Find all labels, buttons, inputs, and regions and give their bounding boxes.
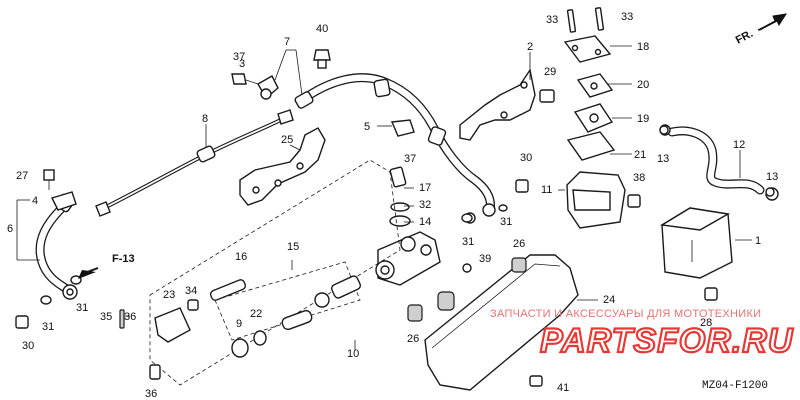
callout-37a: 37: [233, 51, 245, 63]
callout-6: 6: [7, 223, 13, 235]
union-4: [43, 169, 77, 211]
callout-30a: 30: [520, 152, 532, 164]
watermark-text: ЗАПЧАСТИ И АКСЕССУАРЫ ДЛЯ МОТОТЕХНИКИ: [490, 308, 761, 320]
callout-24: 24: [603, 294, 615, 306]
callout-27: 27: [16, 170, 28, 182]
callout-31d: 31: [42, 321, 54, 333]
callout-11: 11: [541, 184, 552, 196]
callout-25: 25: [281, 134, 293, 146]
callout-23: 23: [163, 289, 175, 301]
callout-4: 4: [32, 195, 38, 207]
callout-12: 12: [733, 139, 745, 151]
callout-22: 22: [250, 308, 262, 320]
callout-38: 38: [633, 172, 645, 184]
callout-31a: 31: [500, 216, 512, 228]
watermark: ЗАПЧАСТИ И АКСЕССУАРЫ ДЛЯ МОТОТЕХНИКИ PA…: [490, 308, 794, 361]
callout-41: 41: [557, 382, 569, 394]
callout-15: 15: [287, 241, 299, 253]
callout-5: 5: [364, 121, 370, 133]
callout-13b: 13: [766, 171, 778, 183]
leader-lines: [16, 45, 752, 350]
hardware: [15, 89, 775, 387]
callout-29: 29: [544, 66, 556, 78]
brake-hose-7: [294, 73, 496, 217]
cover-24: [407, 254, 579, 391]
callout-39: 39: [479, 253, 491, 265]
piston-kit-box-10: [149, 159, 401, 386]
callout-9: 9: [236, 318, 242, 330]
callout-19: 19: [637, 113, 649, 125]
callout-16: 16: [235, 251, 247, 263]
piston-kit-box-15: [214, 261, 361, 341]
callout-26a: 26: [513, 238, 525, 250]
callout-28: 28: [700, 317, 712, 329]
callout-17: 17: [419, 182, 431, 194]
callout-35: 35: [100, 311, 112, 323]
callout-7: 7: [284, 36, 290, 48]
callout-1: 1: [755, 235, 761, 247]
callout-37b: 37: [404, 153, 416, 165]
callout-numbers: 1 2 3 4 5 6 7 8 9 10 11 12 13 13 14 15 1…: [7, 11, 778, 400]
piston-parts: [119, 275, 362, 380]
callout-20: 20: [637, 79, 649, 91]
callout-3: 3: [239, 58, 245, 70]
callout-18: 18: [637, 41, 649, 53]
ref-f13-marker: F-13: [78, 253, 135, 279]
brake-pipe-8: [95, 109, 294, 217]
callout-33b: 33: [621, 11, 633, 23]
callout-36b: 36: [124, 311, 136, 323]
callout-26b: 26: [407, 333, 419, 345]
diagram-code: MZ04-F1200: [702, 380, 768, 392]
reservoir-tank-1: [659, 207, 733, 279]
callout-32: 32: [419, 199, 431, 211]
callout-31c: 31: [76, 302, 88, 314]
fitting-3: [231, 73, 279, 100]
bracket-25: [239, 127, 326, 206]
callout-34: 34: [185, 285, 197, 297]
callout-31b: 31: [462, 236, 474, 248]
clip-5: [377, 119, 415, 137]
front-direction-marker: FR.: [734, 13, 788, 47]
front-marker-label: FR.: [734, 28, 755, 47]
watermark-logo: PARTSFOR.RU: [540, 322, 794, 360]
ref-arrow-icon: [78, 270, 96, 279]
hose-12: [659, 124, 779, 201]
callout-40: 40: [316, 23, 328, 35]
callout-13a: 13: [657, 153, 669, 165]
callout-33a: 33: [546, 14, 558, 26]
front-arrow-icon: [757, 13, 788, 31]
bolt-40: [313, 49, 331, 69]
callout-8: 8: [202, 113, 208, 125]
callout-30b: 30: [22, 340, 34, 352]
stay-2: [459, 68, 536, 141]
reservoir-assembly: [563, 7, 626, 229]
ref-marker-label: F-13: [112, 253, 135, 265]
callout-2: 2: [527, 41, 533, 53]
callout-36a: 36: [145, 388, 157, 400]
callout-10: 10: [347, 348, 359, 360]
master-cylinder-body: [375, 166, 476, 286]
callout-21: 21: [634, 149, 646, 161]
callout-14: 14: [419, 216, 431, 228]
